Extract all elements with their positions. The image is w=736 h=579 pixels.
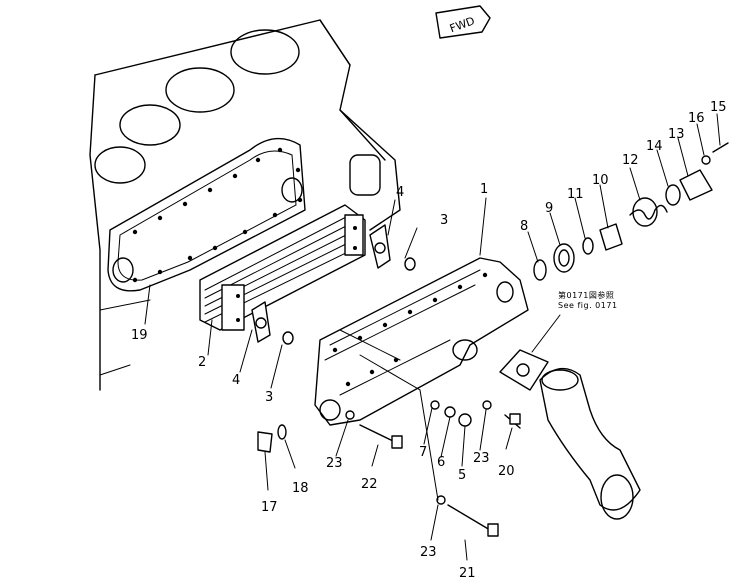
bolt-21 xyxy=(447,504,499,537)
cover-bolt-hole xyxy=(457,284,463,290)
washer-16 xyxy=(701,155,711,165)
callout-17: 17 xyxy=(261,500,278,515)
callout-13: 13 xyxy=(668,127,685,142)
gasket-bolt-hole xyxy=(255,157,261,163)
o-ring-14 xyxy=(665,184,681,206)
callout-6: 6 xyxy=(437,455,445,470)
callout-14: 14 xyxy=(646,139,663,154)
gasket-4-upper xyxy=(369,224,391,269)
callout-7: 7 xyxy=(419,445,427,460)
callout-21: 21 xyxy=(459,566,476,579)
reference-note-jp: 第0171図参照 xyxy=(558,290,614,300)
washer-23-b xyxy=(482,400,492,410)
callout-3-lower: 3 xyxy=(265,390,273,405)
callout-23-c: 23 xyxy=(420,545,437,560)
callout-5: 5 xyxy=(458,468,466,483)
gasket-bolt-hole xyxy=(132,277,138,283)
gasket-bolt-hole xyxy=(242,229,248,235)
thermostat-10 xyxy=(599,223,623,251)
callout-1: 1 xyxy=(480,182,488,197)
bolt-22 xyxy=(359,424,403,449)
callout-19: 19 xyxy=(131,328,148,343)
callout-20: 20 xyxy=(498,464,515,479)
callout-10: 10 xyxy=(592,173,609,188)
washer-6 xyxy=(444,406,456,418)
callout-labels: 1 2 3 3 4 4 5 6 7 8 9 10 11 12 13 14 15 … xyxy=(131,100,727,579)
block-gasket-19 xyxy=(107,137,306,292)
washer-23-a xyxy=(345,410,355,420)
o-ring-18 xyxy=(277,424,287,440)
gasket-bolt-hole xyxy=(232,173,238,179)
seal-8 xyxy=(533,259,547,281)
cover-bolt-hole xyxy=(369,369,375,375)
washer-23-c xyxy=(436,495,446,505)
o-ring-3-lower xyxy=(282,331,294,345)
gasket-bolt-hole xyxy=(132,229,138,235)
gasket-bolt-hole xyxy=(207,187,213,193)
reference-note-en: See fig. 0171 xyxy=(558,301,618,310)
callout-9: 9 xyxy=(545,201,553,216)
bolt-15 xyxy=(712,142,729,153)
seat-9 xyxy=(553,243,575,273)
callout-23-a: 23 xyxy=(326,456,343,471)
fwd-direction-tag: FWD xyxy=(435,5,491,39)
callout-22: 22 xyxy=(361,477,378,492)
leader-lines xyxy=(144,113,721,561)
callout-4-upper: 4 xyxy=(396,185,404,200)
nut-5 xyxy=(458,413,472,427)
gasket-bolt-hole xyxy=(157,215,163,221)
gasket-bolt-hole xyxy=(295,167,301,173)
cover-bolt-hole xyxy=(332,347,338,353)
cover-bolt-hole xyxy=(482,272,488,278)
ring-11 xyxy=(582,237,594,255)
oil-cooler-element xyxy=(199,204,366,331)
callout-23-b: 23 xyxy=(473,451,490,466)
stud-20 xyxy=(504,413,521,429)
water-elbow-pipe xyxy=(539,367,641,520)
gasket-bolt-hole xyxy=(212,245,218,251)
callout-4-lower: 4 xyxy=(232,373,240,388)
callout-3-upper: 3 xyxy=(440,213,448,228)
callout-8: 8 xyxy=(520,219,528,234)
o-ring-3-upper xyxy=(404,257,416,271)
callout-12: 12 xyxy=(622,153,639,168)
cover-bolt-hole xyxy=(345,381,351,387)
engine-block xyxy=(89,19,401,391)
gasket-4-lower xyxy=(251,301,271,343)
callout-2: 2 xyxy=(198,355,206,370)
drain-plug-17 xyxy=(257,431,273,453)
callout-15: 15 xyxy=(710,100,727,115)
thermostat-housing-parts xyxy=(533,142,729,281)
spring-12 xyxy=(629,204,668,220)
callout-11: 11 xyxy=(567,187,584,202)
gasket-bolt-hole xyxy=(182,201,188,207)
cover-bolt-hole xyxy=(382,322,388,328)
elbow-gasket xyxy=(499,349,549,391)
gasket-bolt-hole xyxy=(277,147,283,153)
gasket-bolt-hole xyxy=(272,212,278,218)
washer-7 xyxy=(430,400,440,410)
cover-bolt-hole xyxy=(407,309,413,315)
callout-16: 16 xyxy=(688,111,705,126)
reference-note: 第0171図参照 See fig. 0171 xyxy=(558,290,618,310)
cover-13 xyxy=(679,169,713,201)
gasket-bolt-hole xyxy=(157,269,163,275)
cover-bolt-hole xyxy=(432,297,438,303)
gasket-bolt-hole xyxy=(187,255,193,261)
gasket-bolt-hole xyxy=(297,197,303,203)
callout-18: 18 xyxy=(292,481,309,496)
